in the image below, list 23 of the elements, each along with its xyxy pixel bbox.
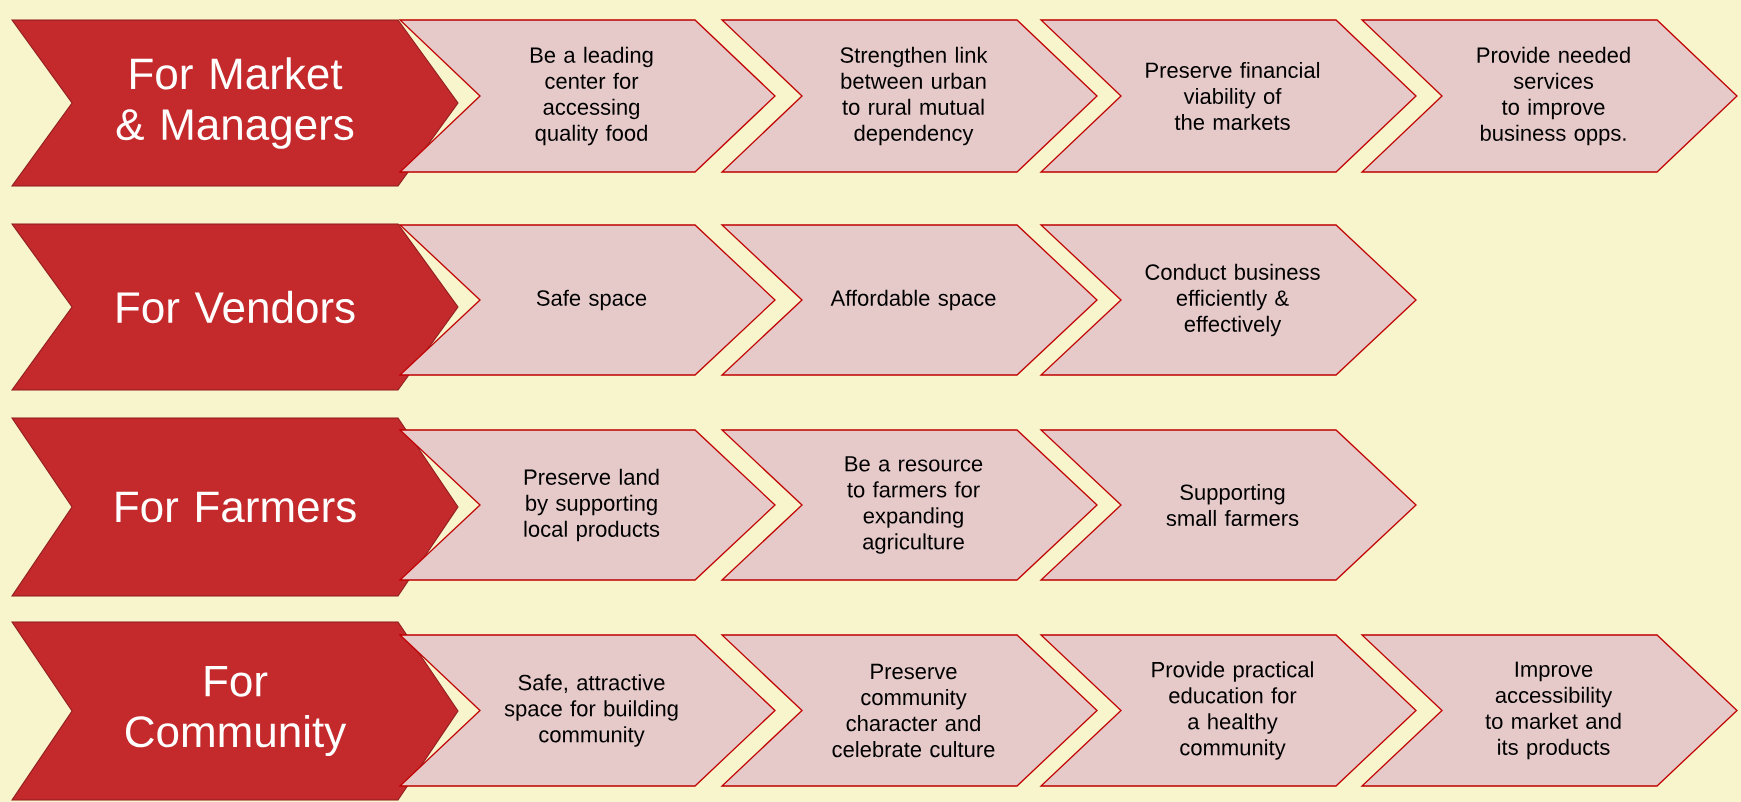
category-step: For Vendors <box>10 223 459 391</box>
goal-step: Conduct business efficiently & effectively <box>1039 224 1417 376</box>
goal-step: Be a leading center for accessing quality food <box>398 19 776 173</box>
goal-step: Safe, attractive space for building community <box>398 634 776 787</box>
node-label: Safe, attractive space for building community <box>504 674 678 747</box>
goal-step: Provide needed services to improve business opps. <box>1360 19 1738 173</box>
goal-step: Strengthen link between urban to rural mutual dependency <box>720 19 1098 173</box>
goal-step: Be a resource to farmers for expanding agriculture <box>720 429 1098 581</box>
goal-step: Provide practical education for a healthy community <box>1039 634 1417 787</box>
goal-step: Preserve land by supporting local products <box>398 429 776 581</box>
node-label: Provide needed services to improve business opps. <box>1477 46 1630 146</box>
node-label: Improve accessibility to market and its products <box>1485 661 1621 760</box>
category-step: For Market & Managers <box>10 19 459 187</box>
goal-step: Improve accessibility to market and its products <box>1360 634 1738 787</box>
node-label: Provide practical education for a healthy community <box>1152 661 1313 760</box>
node-label: Preserve community character and celebrate culture <box>832 663 995 758</box>
category-step: For Farmers <box>11 417 459 597</box>
goal-step: Affordable space <box>720 224 1098 376</box>
goal-step: Safe space <box>398 224 776 376</box>
goal-step: Supporting small farmers <box>1039 429 1417 581</box>
goal-step: Preserve financial viability of the markets <box>1039 19 1417 173</box>
category-step: For Community <box>11 621 459 801</box>
goal-step: Preserve community character and celebrate culture <box>720 634 1098 787</box>
